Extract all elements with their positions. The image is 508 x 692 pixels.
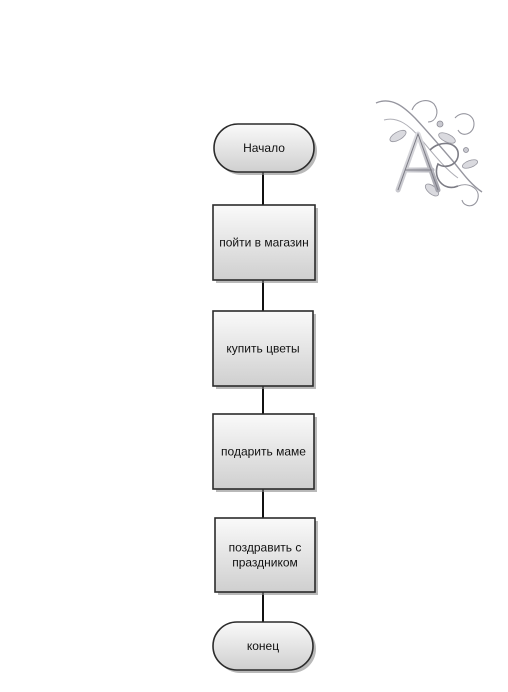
terminal-node: Начало [213, 123, 317, 175]
node-label: подарить маме [221, 445, 306, 459]
node-shape [212, 413, 315, 490]
node-label: поздравить с [229, 541, 302, 555]
node-shape [213, 123, 315, 173]
node-label: купить цветы [226, 342, 299, 356]
terminal-node: конец [212, 621, 316, 673]
process-node: купить цветы [212, 310, 316, 389]
node-label: Начало [243, 141, 285, 155]
node-label: пойти в магазин [219, 236, 309, 250]
node-label: конец [247, 639, 279, 653]
floral-ornament-icon [375, 100, 483, 207]
process-node: пойти в магазин [212, 204, 318, 283]
node-shape [212, 310, 314, 387]
node-shape [212, 621, 314, 671]
process-node: подарить маме [212, 413, 317, 492]
node-shape [214, 517, 316, 593]
node-label: праздником [232, 556, 298, 570]
node-shape [212, 204, 316, 281]
